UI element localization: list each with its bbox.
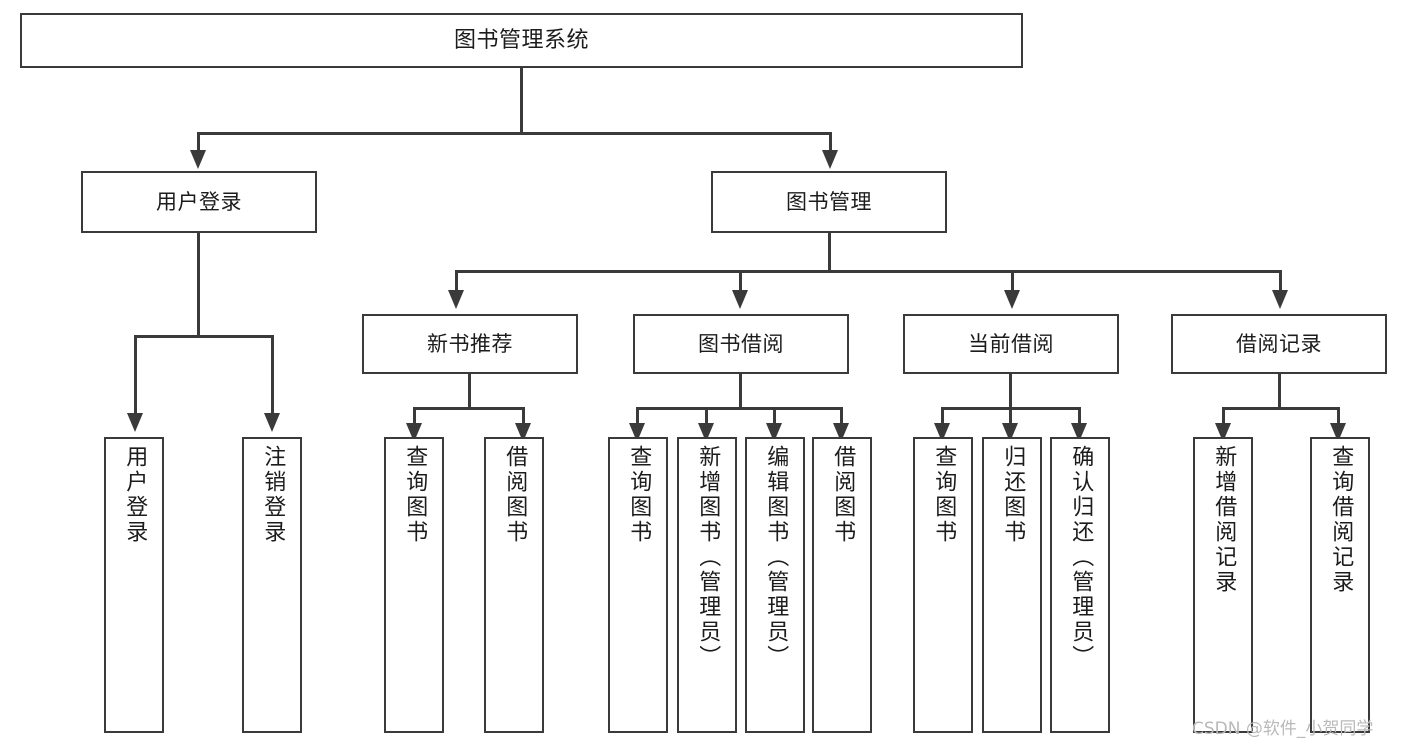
edge-l3-drop-2	[739, 270, 742, 292]
leaf-logout[interactable]: 注销登录	[242, 437, 302, 733]
edge-l3-drop-3	[1011, 270, 1014, 292]
edge-l3-drop-4	[1279, 270, 1282, 292]
node-current-borrow[interactable]: 当前借阅	[903, 314, 1119, 374]
node-label: 图书管理	[786, 189, 872, 214]
node-book-borrow[interactable]: 图书借阅	[633, 314, 849, 374]
arrow-to-user-login	[190, 150, 206, 169]
edge-current-drop-1	[941, 407, 944, 425]
node-new-book-recommend[interactable]: 新书推荐	[362, 314, 578, 374]
edge-record-stem	[1278, 374, 1281, 410]
node-label: 图书管理系统	[453, 27, 589, 53]
leaf-query-book-borrow[interactable]: 查询图书	[608, 437, 668, 733]
node-label: 编辑图书（管理员）	[763, 445, 789, 670]
edge-root-stem	[520, 68, 523, 134]
node-label: 归还图书	[1000, 445, 1026, 545]
node-label: 借阅图书	[830, 445, 856, 545]
edge-record-bus	[1222, 407, 1340, 410]
leaf-add-book-admin[interactable]: 新增图书（管理员）	[677, 437, 737, 733]
edge-root-drop-left	[197, 132, 200, 152]
leaf-query-borrow-record[interactable]: 查询借阅记录	[1310, 437, 1370, 733]
leaf-edit-book-admin[interactable]: 编辑图书（管理员）	[745, 437, 805, 733]
node-label: 查询借阅记录	[1328, 445, 1354, 595]
leaf-borrow-book-recommend[interactable]: 借阅图书	[484, 437, 544, 733]
arrow-to-leaf-logout	[264, 413, 280, 432]
edge-recommend-stem	[468, 374, 471, 410]
node-label: 查询图书	[626, 445, 652, 545]
edge-current-drop-2	[1009, 407, 1012, 425]
edge-borrow-drop-1	[636, 407, 639, 425]
node-label: 查询图书	[402, 445, 428, 545]
leaf-query-book-recommend[interactable]: 查询图书	[384, 437, 444, 733]
node-label: 用户登录	[156, 189, 242, 214]
edge-borrow-drop-4	[840, 407, 843, 425]
edge-user-login-stem	[197, 233, 200, 337]
edge-user-login-drop-1	[134, 335, 137, 415]
leaf-query-book-current[interactable]: 查询图书	[913, 437, 973, 733]
node-label: 借阅图书	[502, 445, 528, 545]
leaf-return-book[interactable]: 归还图书	[982, 437, 1042, 733]
edge-user-login-bus	[134, 335, 274, 338]
node-label: 新增图书（管理员）	[695, 445, 721, 670]
arrow-to-new-book-recommend	[448, 290, 464, 309]
node-borrow-record[interactable]: 借阅记录	[1171, 314, 1387, 374]
leaf-user-login[interactable]: 用户登录	[104, 437, 164, 733]
node-label: 用户登录	[122, 445, 148, 545]
edge-book-manage-stem	[828, 233, 831, 272]
node-book-manage[interactable]: 图书管理	[711, 171, 947, 233]
node-user-login[interactable]: 用户登录	[81, 171, 317, 233]
leaf-add-borrow-record[interactable]: 新增借阅记录	[1193, 437, 1253, 733]
arrow-to-current-borrow	[1004, 290, 1020, 309]
edge-recommend-bus	[413, 407, 525, 410]
node-label: 图书借阅	[698, 331, 784, 356]
arrow-to-book-manage	[822, 150, 838, 169]
edge-current-drop-3	[1078, 407, 1081, 425]
node-root-system[interactable]: 图书管理系统	[20, 13, 1023, 68]
edge-borrow-drop-2	[705, 407, 708, 425]
node-label: 新书推荐	[427, 331, 513, 356]
arrow-to-borrow-record	[1272, 290, 1288, 309]
edge-borrow-stem	[739, 374, 742, 410]
edge-recommend-drop-2	[522, 407, 525, 425]
edge-borrow-drop-3	[773, 407, 776, 425]
edge-record-drop-2	[1337, 407, 1340, 425]
node-label: 新增借阅记录	[1211, 445, 1237, 595]
csdn-watermark: CSDN @软件_小贺同学	[1192, 719, 1374, 739]
node-label: 借阅记录	[1236, 331, 1322, 356]
node-label: 当前借阅	[968, 331, 1054, 356]
edge-root-bus	[197, 132, 832, 135]
edge-current-stem	[1009, 374, 1012, 410]
edge-recommend-drop-1	[413, 407, 416, 425]
edge-record-drop-1	[1222, 407, 1225, 425]
edge-l3-drop-1	[455, 270, 458, 292]
arrow-to-book-borrow	[732, 290, 748, 309]
edge-user-login-drop-2	[271, 335, 274, 415]
leaf-confirm-return-admin[interactable]: 确认归还（管理员）	[1050, 437, 1110, 733]
edge-borrow-bus	[636, 407, 842, 410]
edge-book-manage-bus	[455, 270, 1282, 273]
node-label: 查询图书	[931, 445, 957, 545]
node-label: 确认归还（管理员）	[1068, 445, 1094, 670]
edge-root-drop-right	[829, 132, 832, 152]
arrow-to-leaf-user-login	[127, 413, 143, 432]
leaf-borrow-book[interactable]: 借阅图书	[812, 437, 872, 733]
node-label: 注销登录	[260, 445, 286, 545]
